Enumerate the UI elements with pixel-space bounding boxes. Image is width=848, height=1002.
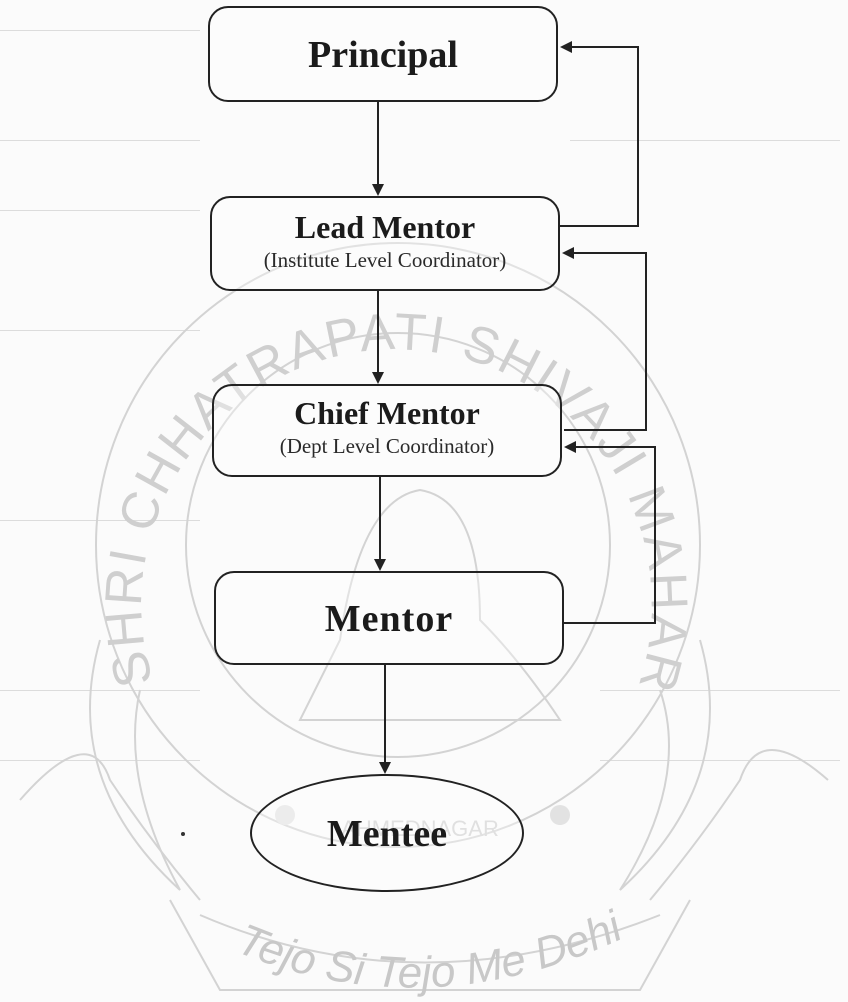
background-text-line <box>570 140 840 141</box>
mentor-title: Mentor <box>324 598 454 640</box>
lead-mentor-box: Lead Mentor (Institute Level Coordinator… <box>210 196 560 291</box>
feedback-chief-to-lead <box>562 247 647 431</box>
mentee-ellipse: Mentee <box>250 774 524 892</box>
mentor-box: Mentor <box>214 571 564 665</box>
background-text-line <box>0 30 200 31</box>
stray-dot <box>181 832 185 836</box>
background-text-line <box>600 690 840 691</box>
mentee-title: Mentee <box>326 813 448 855</box>
chief-mentor-box: Chief Mentor (Dept Level Coordinator) <box>212 384 562 477</box>
chief-mentor-subtitle: (Dept Level Coordinator) <box>279 434 495 458</box>
feedback-mentor-to-chief <box>564 441 656 624</box>
lead-mentor-title: Lead Mentor <box>294 209 476 245</box>
background-text-line <box>0 520 200 521</box>
chief-mentor-title: Chief Mentor <box>294 395 480 431</box>
lead-mentor-subtitle: (Institute Level Coordinator) <box>263 248 507 272</box>
principal-title: Principal <box>308 34 458 76</box>
feedback-lead-to-principal <box>560 41 639 227</box>
background-text-line <box>0 690 200 691</box>
background-text-line <box>0 140 200 141</box>
background-text-line <box>0 330 200 331</box>
principal-box: Principal <box>208 6 558 102</box>
background-text-line <box>0 210 200 211</box>
background-text-line <box>600 760 840 761</box>
